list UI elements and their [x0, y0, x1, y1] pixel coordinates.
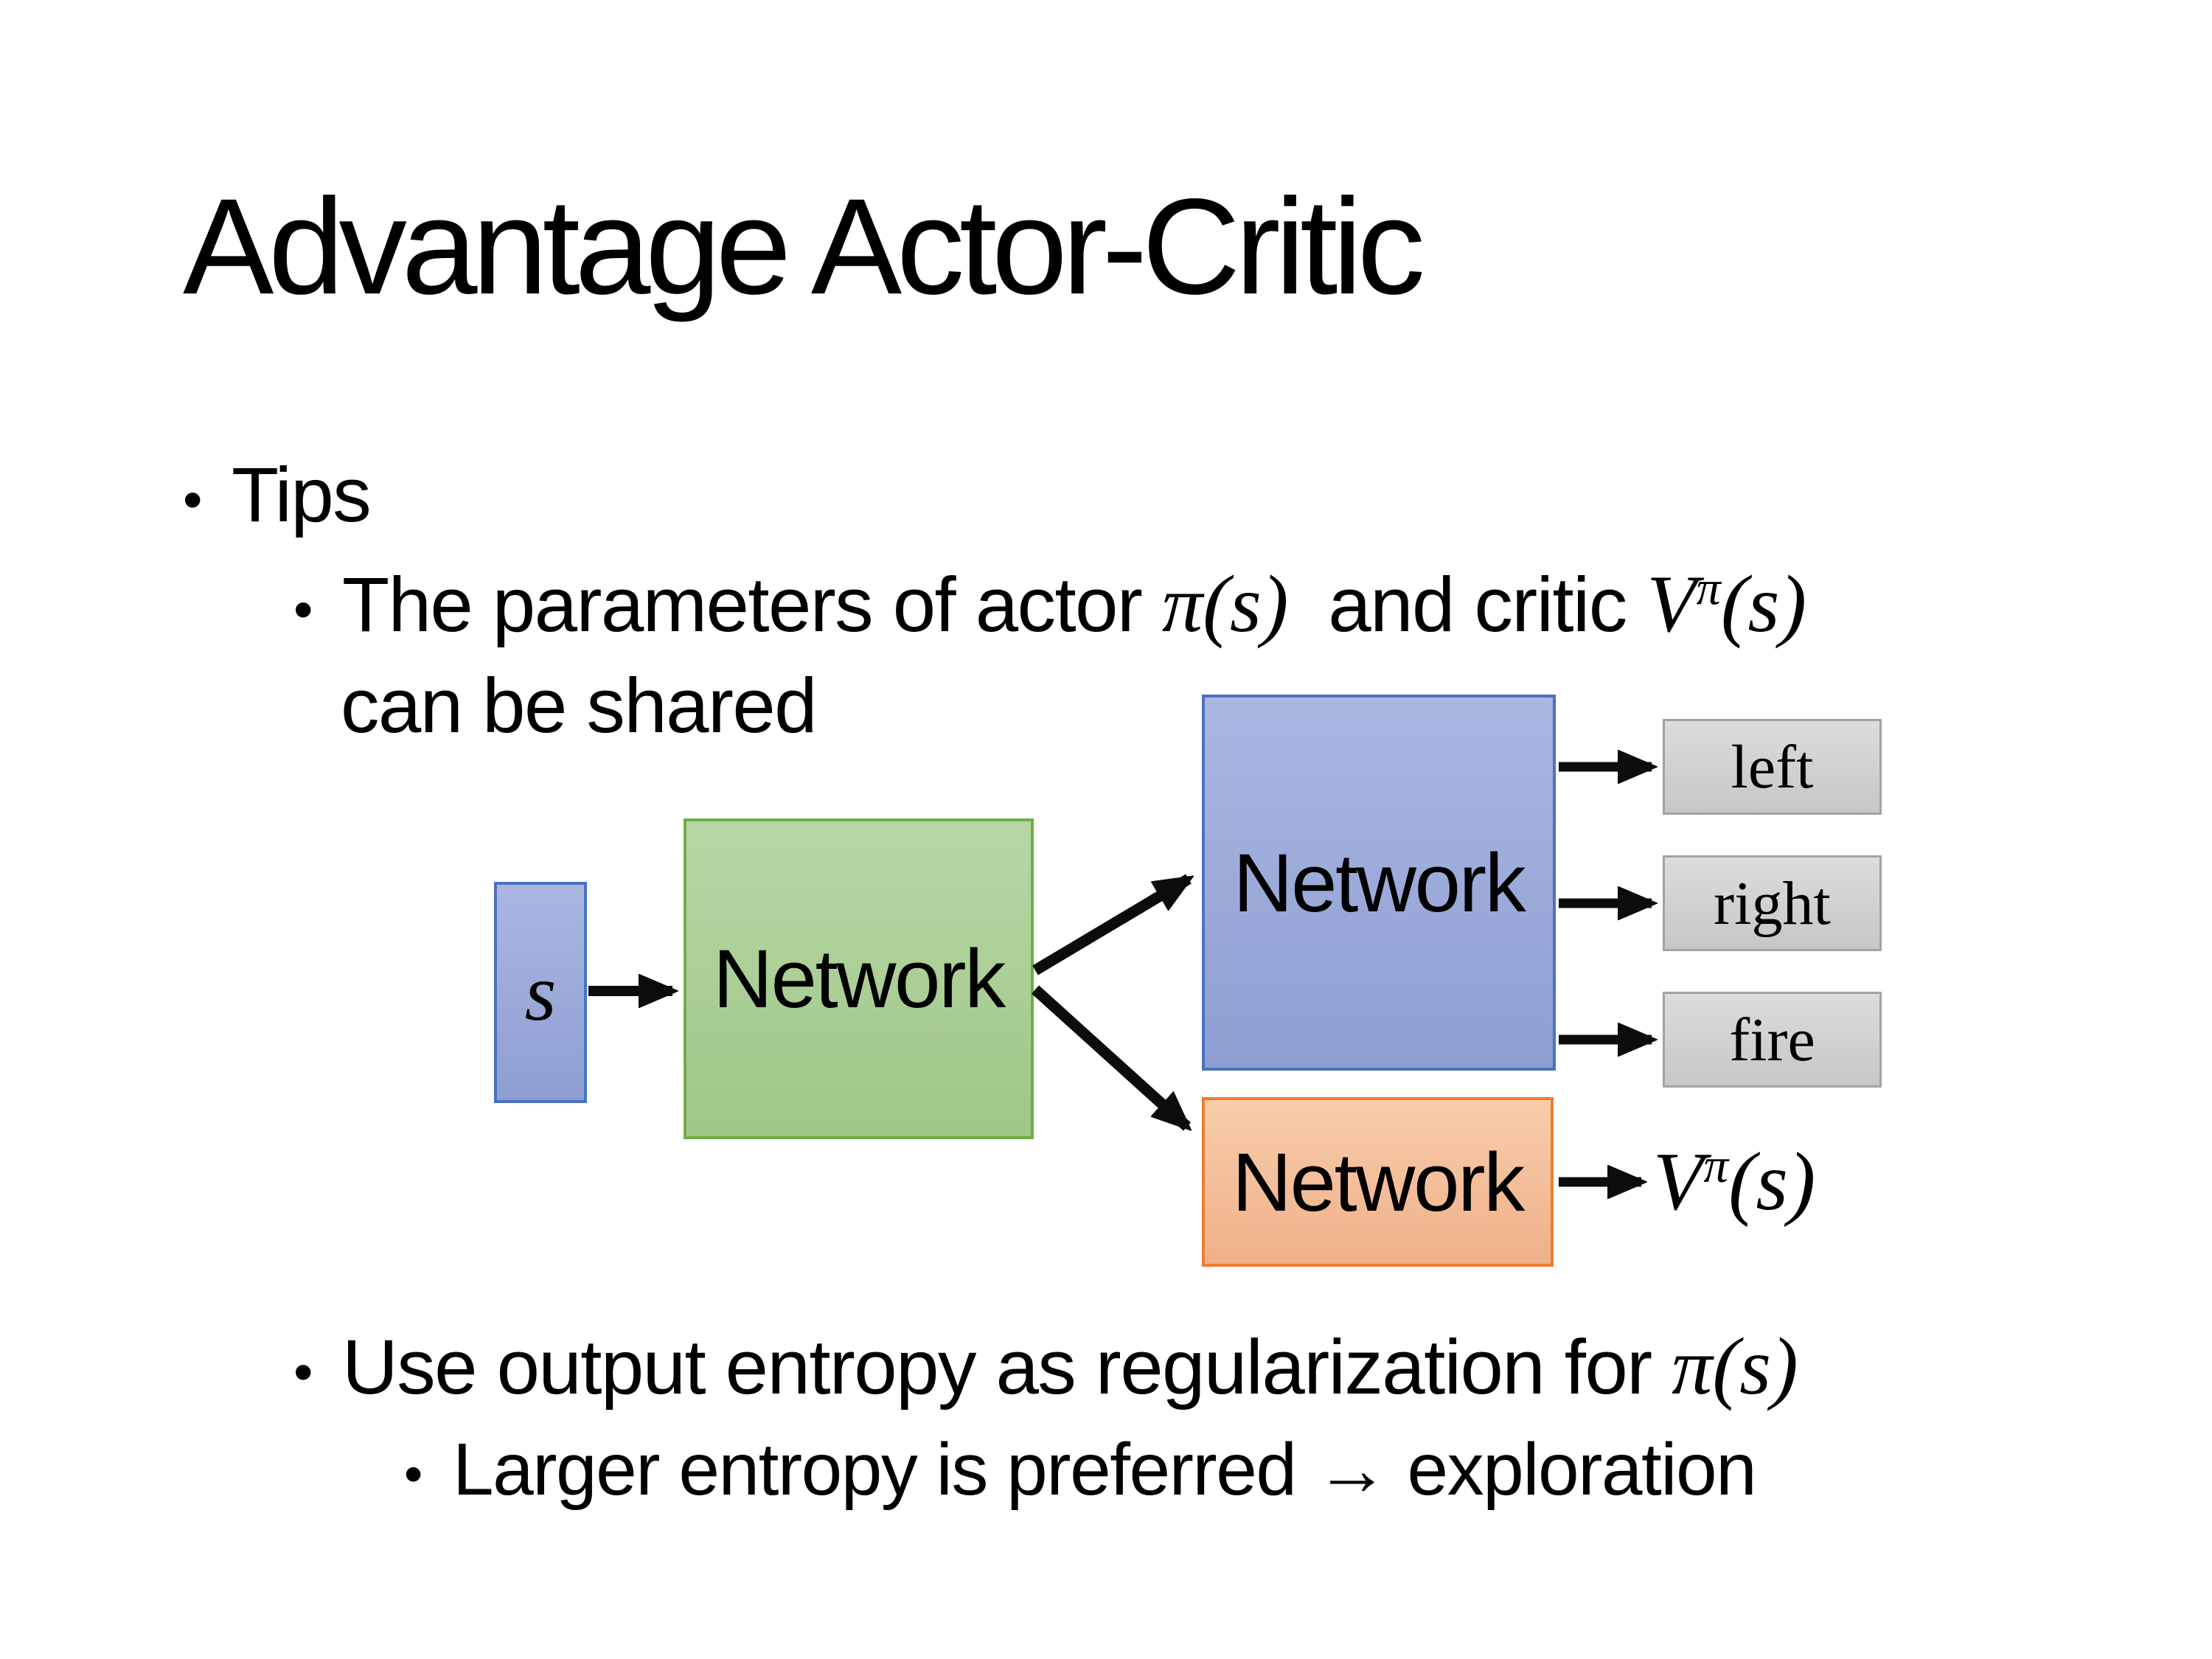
bullet-line-parameters: • The parameters of actor π(s) and critic… — [293, 557, 1806, 651]
shared-network-box: Network — [684, 818, 1034, 1139]
tips-label: Tips — [232, 452, 372, 538]
actor-network-label: Network — [1233, 836, 1526, 929]
action-box-right: right — [1663, 855, 1882, 951]
bullet-line-entropy: • Use output entropy as regularization fo… — [293, 1320, 1798, 1413]
arrow-shared-to-actor — [1032, 874, 1189, 975]
critic-network-label: Network — [1231, 1135, 1525, 1228]
bullet-line-tips: • Tips — [183, 451, 372, 540]
bullet-icon: • — [293, 1341, 313, 1404]
actor-network-box: Network — [1202, 695, 1556, 1071]
parameters-text-pre: The parameters of actor — [342, 562, 1162, 648]
state-label: s — [524, 947, 557, 1037]
critic-output-value: Vπ(s) — [1653, 1136, 1816, 1228]
exploration-text: Larger entropy is preferred → exploratio… — [453, 1428, 1757, 1511]
bullet-line-exploration: • Larger entropy is preferred → explorati… — [404, 1427, 1757, 1512]
action-label-left: left — [1731, 732, 1814, 801]
math-pi-s: π(s) — [1161, 559, 1289, 649]
arrow-shared-to-critic — [1031, 985, 1187, 1127]
state-box: s — [494, 882, 587, 1103]
action-label-right: right — [1714, 869, 1831, 938]
action-label-fire: fire — [1729, 1005, 1815, 1074]
page-title: Advantage Actor-Critic — [183, 171, 1425, 323]
parameters-text-mid: and critic — [1307, 562, 1647, 648]
shared-network-label: Network — [712, 933, 1006, 1025]
math-pi-s: π(s) — [1672, 1321, 1798, 1411]
bullet-icon: • — [293, 579, 313, 641]
bullet-icon: • — [404, 1444, 422, 1504]
critic-network-box: Network — [1202, 1097, 1554, 1267]
entropy-text-pre: Use output entropy as regularization for — [342, 1324, 1672, 1411]
bullet-icon: • — [183, 469, 202, 532]
action-box-left: left — [1663, 719, 1882, 815]
math-v-pi-s: Vπ(s) — [1646, 559, 1807, 649]
parameters-text-line2: can be shared — [341, 663, 818, 749]
action-box-fire: fire — [1663, 992, 1882, 1088]
